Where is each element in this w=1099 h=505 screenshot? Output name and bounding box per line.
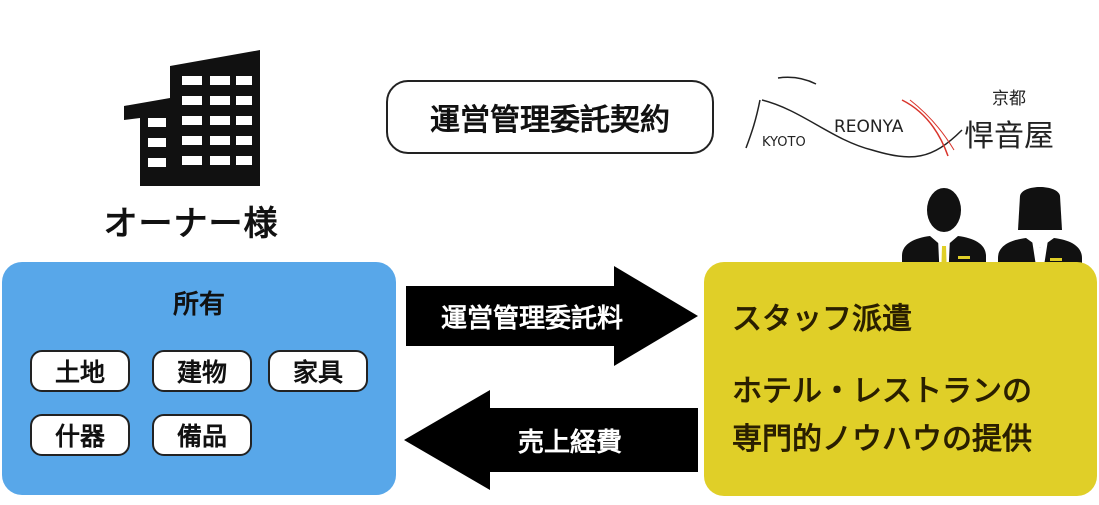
logo-kyoto-kanji: 京都	[992, 89, 1026, 109]
asset-item: 家具	[268, 350, 368, 392]
staff-dispatch-text: スタッフ派遣	[732, 302, 912, 337]
asset-item: 土地	[30, 350, 130, 392]
know-how-text-line1: ホテル・レストランの	[732, 374, 1032, 409]
owner-label: オーナー様	[103, 204, 279, 244]
logo-reonya-text: REONYA	[834, 117, 904, 137]
logo-main-kanji: 悍音屋	[964, 119, 1054, 154]
building-icon	[124, 50, 260, 186]
management-fee-label: 運営管理委託料	[440, 304, 623, 334]
logo-kyoto-text: KYOTO	[762, 135, 806, 150]
arrow-right	[406, 266, 698, 366]
contract-label: 運営管理委託契約	[386, 80, 714, 154]
revenue-expense-label: 売上経費	[517, 428, 622, 458]
reonya-logo: KYOTO REONYA 京都 悍音屋	[745, 76, 1054, 158]
arrow-left	[404, 390, 698, 490]
asset-item: 備品	[152, 414, 252, 456]
asset-item: 什器	[30, 414, 130, 456]
owner-box-title: 所有	[172, 290, 225, 320]
asset-item: 建物	[152, 350, 252, 392]
know-how-text-line2: 専門的ノウハウの提供	[732, 422, 1032, 457]
owner-assets-box: 所有 土地 建物 家具 什器 備品	[2, 262, 396, 495]
operator-services-box: スタッフ派遣 ホテル・レストランの 専門的ノウハウの提供	[704, 262, 1097, 496]
